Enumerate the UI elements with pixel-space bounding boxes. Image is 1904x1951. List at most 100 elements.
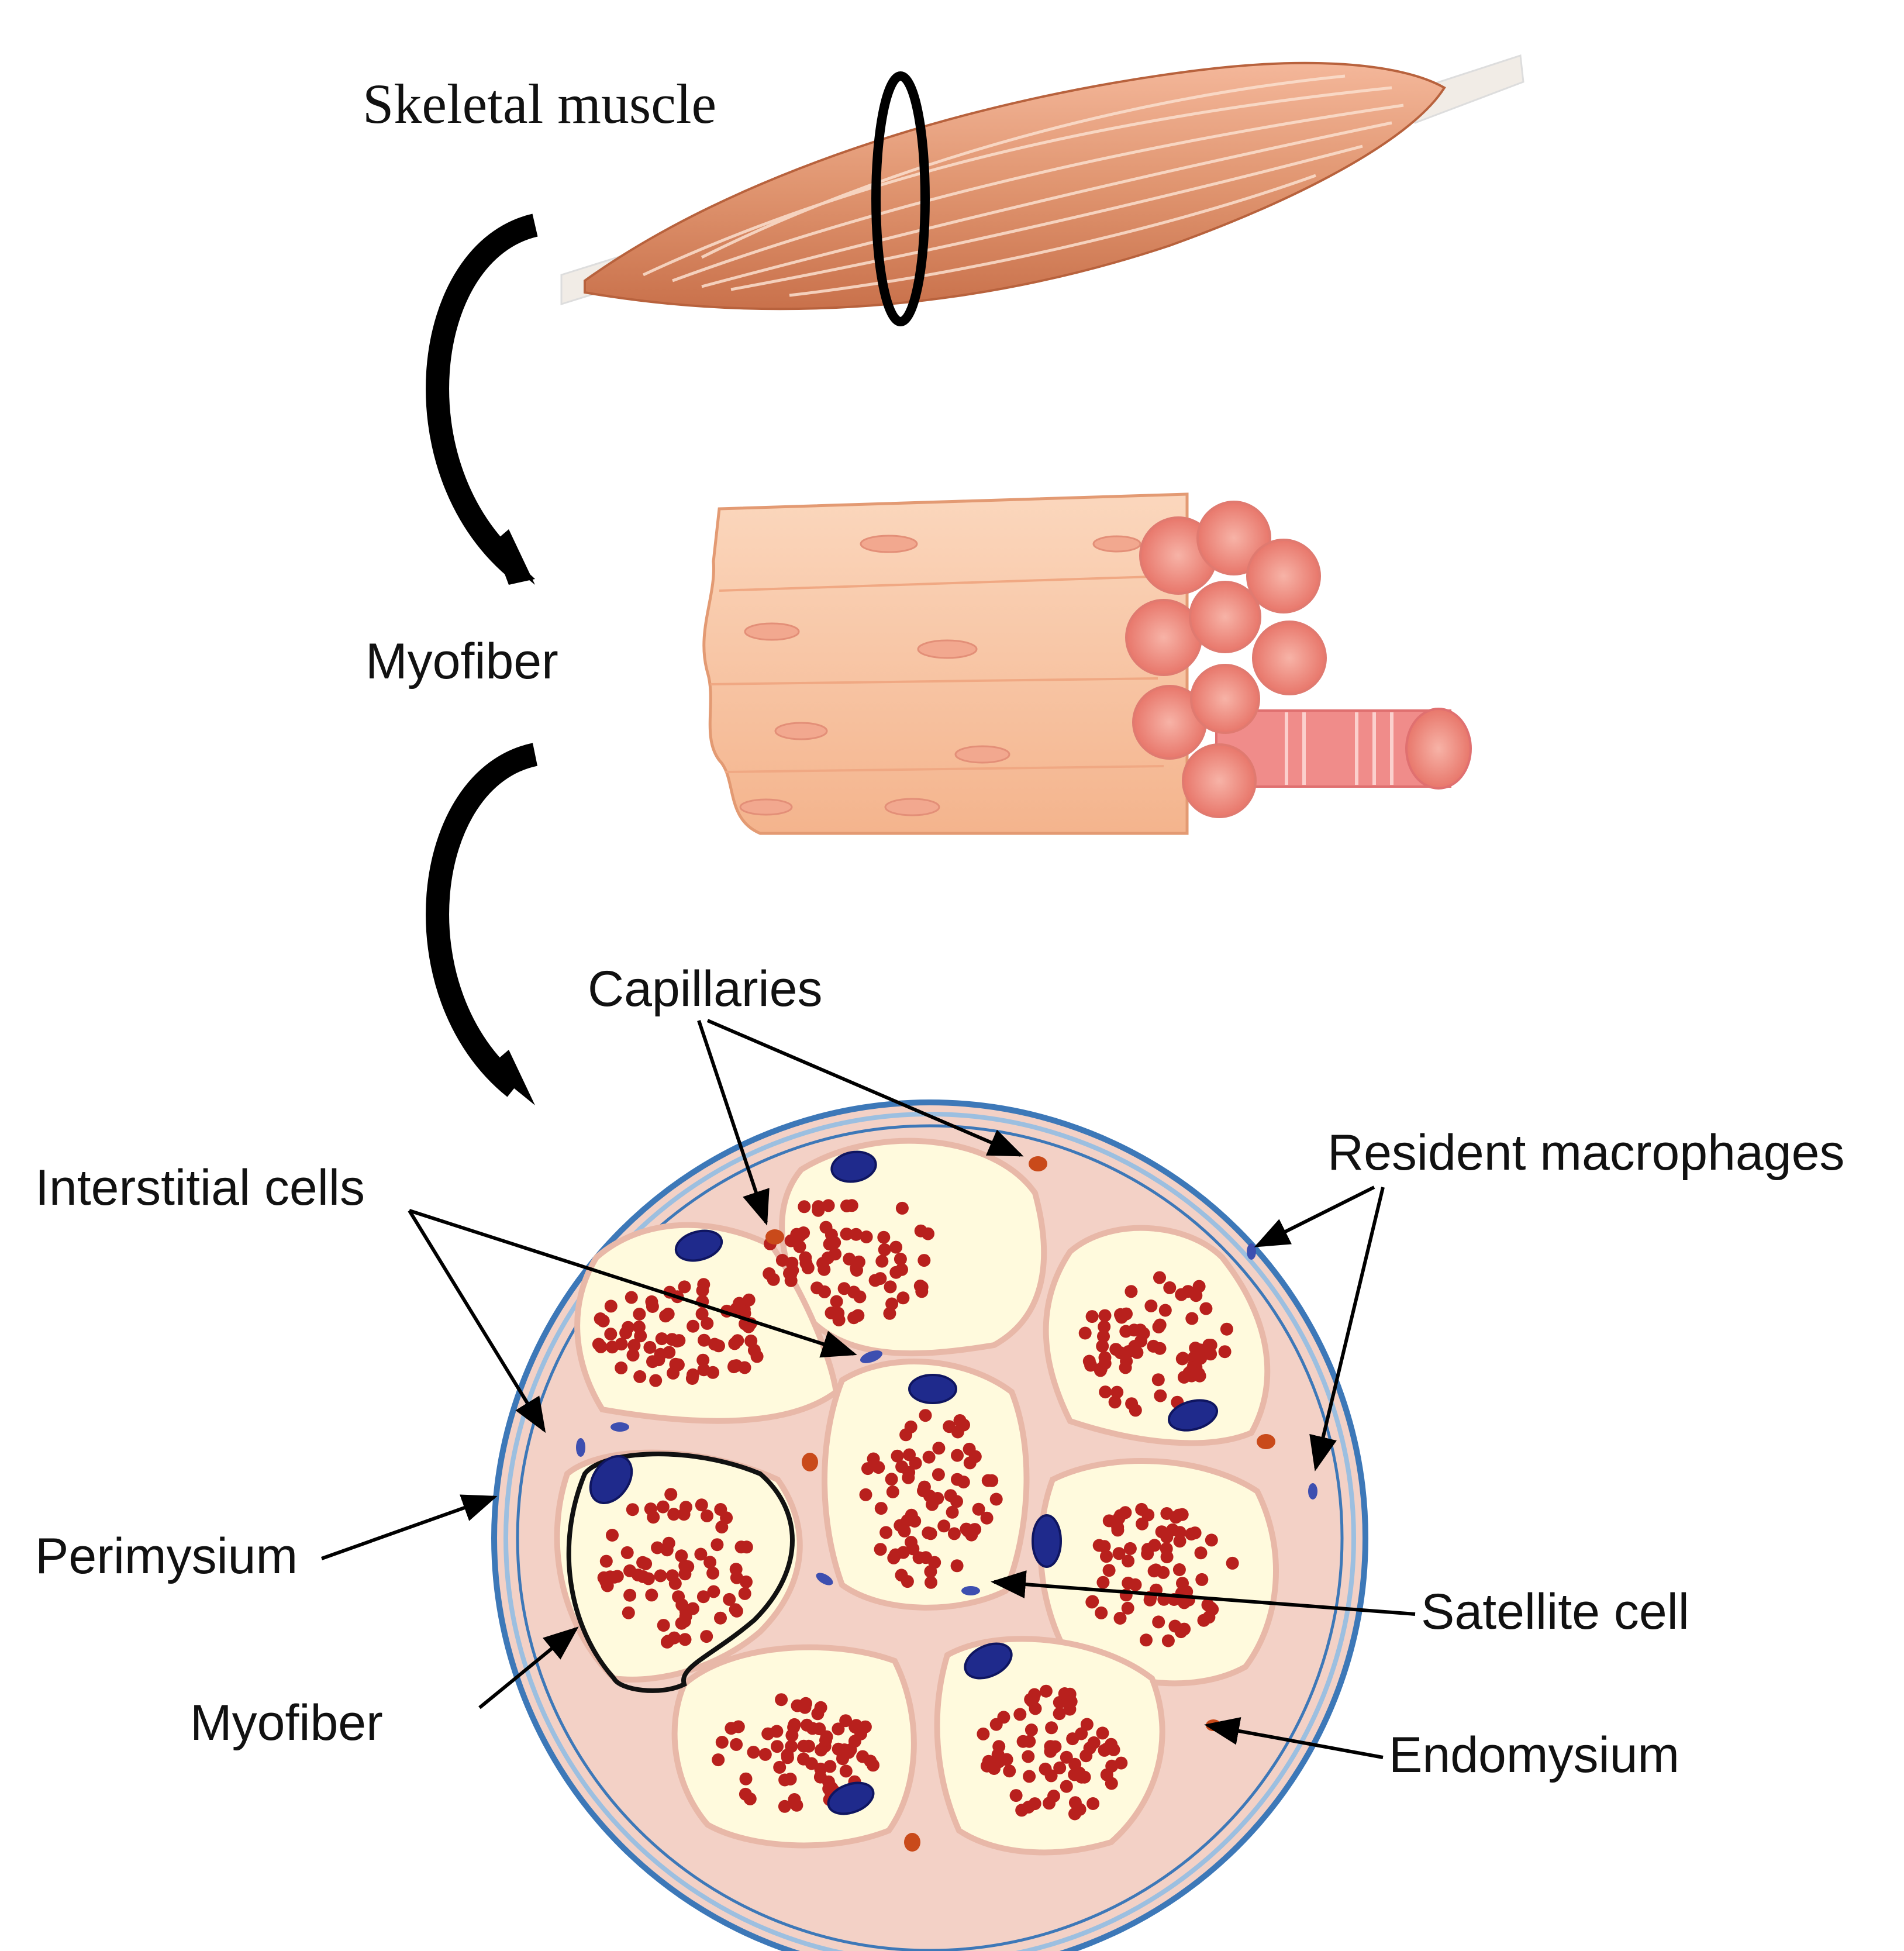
myofibril-dot: [615, 1361, 628, 1374]
myofibril-dot: [830, 1295, 843, 1308]
myofibril-dot: [700, 1630, 713, 1643]
myofibril-dot: [703, 1556, 717, 1569]
myofibril-dot: [1024, 1693, 1037, 1706]
myofibril-dot: [1136, 1517, 1149, 1531]
myofibril-dot: [678, 1633, 692, 1646]
myofibril-dot: [1189, 1289, 1203, 1302]
myofibril-dot: [905, 1536, 917, 1549]
myofibril-dot: [698, 1333, 710, 1347]
myofibril-dot: [738, 1587, 751, 1600]
myofibril-dot: [667, 1366, 680, 1380]
myofibril-dot: [944, 1489, 957, 1502]
myofibril-dot: [977, 1727, 990, 1740]
myofibril-dot: [1087, 1736, 1101, 1749]
myofibril-dot: [594, 1312, 607, 1325]
myofibril-dot: [899, 1428, 913, 1442]
interstitial-cells-label: Interstitial cells: [35, 1160, 365, 1216]
myofibril-dot: [823, 1238, 836, 1251]
myofibril-dot: [1197, 1614, 1210, 1627]
myofibril-dot: [732, 1720, 745, 1733]
myofibril-dot: [701, 1316, 714, 1330]
myofibril-dot: [877, 1230, 891, 1244]
myofibril-dot: [922, 1450, 936, 1464]
myofibril-dot: [627, 1339, 641, 1352]
myofibril-dot: [878, 1243, 891, 1256]
myofibril-dot: [1114, 1308, 1127, 1321]
myofibril-dot: [712, 1339, 725, 1353]
curved-arrow-icon: [426, 743, 538, 1105]
myofibril-dot: [1194, 1546, 1208, 1560]
myofibril-dot: [626, 1503, 639, 1516]
myofibril-dot: [661, 1307, 675, 1321]
myofibril-dot: [740, 1540, 753, 1554]
myofibril-dot: [811, 1707, 825, 1721]
myofibril-dot: [840, 1228, 853, 1241]
myofibril-dot: [798, 1200, 811, 1214]
myofibril-dot: [599, 1554, 613, 1568]
capillaries-label: Capillaries: [588, 961, 823, 1017]
myofibril-dot: [989, 1492, 1003, 1506]
myofibril-dot: [1095, 1606, 1108, 1619]
myofibril-dot: [668, 1631, 681, 1645]
myofibril-dot: [886, 1485, 899, 1498]
myofibril-dot: [1079, 1749, 1093, 1763]
myofibril-dot: [861, 1462, 874, 1476]
myofibril-dot: [623, 1588, 637, 1602]
myofibril-dot: [1127, 1323, 1141, 1337]
myofibril-dot: [1161, 1634, 1175, 1647]
myofibril-dot: [723, 1592, 736, 1606]
myofibril-dot: [1125, 1285, 1138, 1298]
myofibril-dot: [832, 1742, 845, 1756]
myofibril-dot: [696, 1284, 709, 1297]
myofibril-dot: [843, 1252, 856, 1266]
myofibril-dot: [1047, 1790, 1060, 1803]
myofibril-dot: [687, 1368, 699, 1381]
myofibril-dot: [1119, 1361, 1132, 1374]
myofibril-dot: [712, 1753, 725, 1767]
myofibril-dot: [643, 1340, 657, 1354]
myofibril-dot: [879, 1526, 893, 1539]
myofibril-dot: [988, 1762, 1001, 1775]
myofibril-dot: [781, 1749, 794, 1762]
myofibril-dot: [815, 1743, 828, 1757]
myofibril-dot: [1141, 1543, 1154, 1556]
myofibril-dot: [1068, 1807, 1081, 1821]
myofibril-dot: [1075, 1727, 1088, 1740]
myofibril-dot: [1163, 1281, 1177, 1294]
myofibril-dot: [898, 1524, 911, 1538]
myofibril-dot: [909, 1456, 922, 1470]
myofibril-dot: [1078, 1326, 1092, 1340]
myofibril-dot: [887, 1551, 901, 1564]
myofibril-dot: [1078, 1770, 1091, 1784]
myofibril-dot: [730, 1604, 743, 1618]
myofibril-dot: [1153, 1342, 1167, 1355]
satellite-cell-label: Satellite cell: [1421, 1584, 1689, 1640]
myofibril-dot: [1098, 1320, 1111, 1333]
myofibril-dot: [1096, 1576, 1110, 1589]
myofibril-dot: [1123, 1542, 1137, 1555]
myofibril-dot: [1113, 1612, 1127, 1625]
myofibril-dot: [1140, 1633, 1153, 1647]
myofibril-dot: [778, 1800, 791, 1813]
myofibril-dot: [1045, 1721, 1058, 1735]
section-ring-icon: [871, 71, 930, 326]
myofibril-dot: [636, 1570, 650, 1583]
myofibril-dot: [868, 1274, 882, 1287]
myofibril-dot: [730, 1738, 743, 1751]
myofibril-dot: [1098, 1540, 1111, 1553]
myofibril-dot: [1009, 1789, 1023, 1802]
myofibril-dot: [839, 1714, 853, 1728]
myofibril-dot: [814, 1762, 827, 1776]
myofibril-dot: [895, 1201, 909, 1215]
myofibril-dot: [1144, 1299, 1158, 1312]
myofibril-dot: [1185, 1312, 1199, 1325]
myofibril-dot: [896, 1546, 910, 1559]
myofibril-dot: [844, 1743, 857, 1756]
myofibril-dot: [687, 1319, 700, 1333]
myofibril-dot: [912, 1551, 926, 1564]
myofibril-dot: [813, 1722, 826, 1736]
myofibril-dot: [950, 1559, 964, 1573]
myofibril-dot: [651, 1541, 664, 1554]
myofibril-dot: [947, 1527, 961, 1540]
